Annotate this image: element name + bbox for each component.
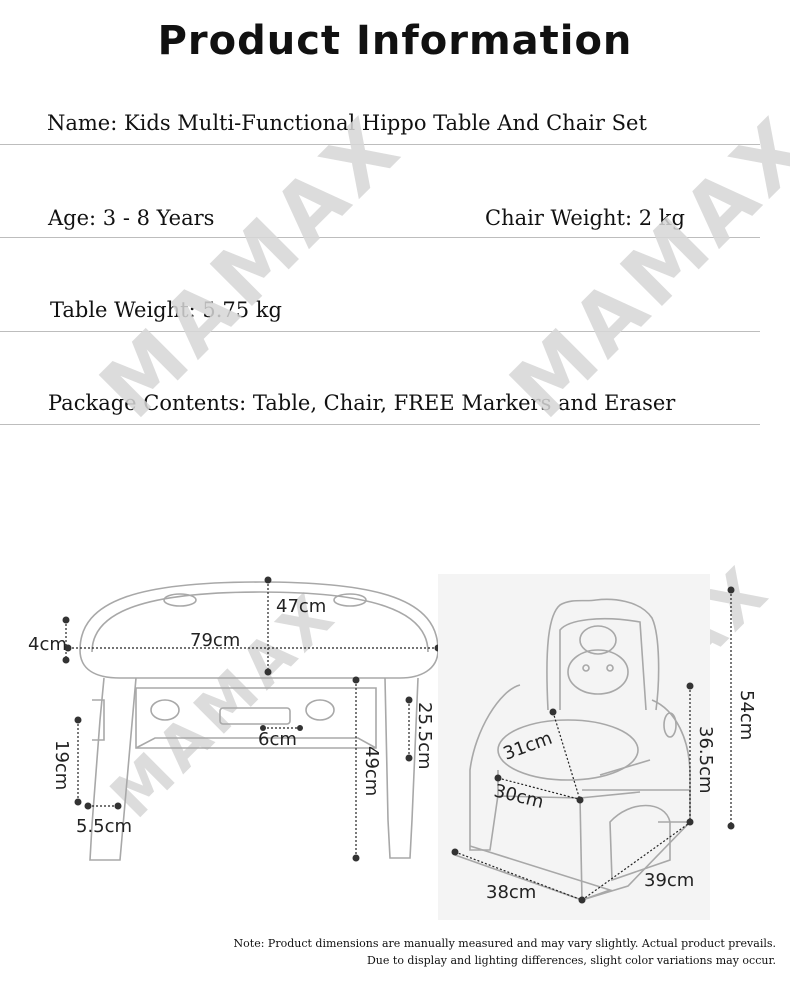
table-leg-width-label: 5.5cm (76, 816, 132, 837)
disclaimer-note: Note: Product dimensions are manually me… (234, 935, 776, 969)
table-illustration (79, 581, 439, 861)
table-weight-row: Table Weight: 5.75 kg (0, 283, 760, 332)
table-leg-height-label: 19cm (51, 740, 72, 790)
table-weight: Table Weight: 5.75 kg (50, 298, 282, 322)
chair-dimension-lines (454, 590, 732, 901)
note-line-2: Due to display and lighting differences,… (366, 954, 776, 967)
table-shelf-gap-label: 6cm (258, 729, 297, 750)
chair-illustration (438, 574, 710, 920)
table-shelf-height-label: 25.5cm (414, 702, 435, 770)
chair-base-width-label: 38cm (486, 882, 536, 903)
table-top-thickness-label: 4cm (28, 634, 67, 655)
table-width-label: 47cm (276, 596, 326, 617)
table-height-label: 49cm (361, 746, 382, 796)
dimension-diagram: 47cm 79cm 4cm 6cm 25.5cm 49cm 19cm 5.5cm (28, 574, 757, 920)
note-line-1: Note: Product dimensions are manually me… (233, 937, 776, 950)
package-contents: Package Contents: Table, Chair, FREE Mar… (48, 391, 676, 415)
table-length-label: 79cm (190, 630, 240, 651)
table-dimension-lines (65, 580, 438, 858)
page-title: Product Information (157, 18, 633, 64)
age-range: Age: 3 - 8 Years (48, 206, 215, 230)
package-row: Package Contents: Table, Chair, FREE Mar… (0, 376, 760, 425)
name-row: Name: Kids Multi-Functional Hippo Table … (0, 96, 760, 145)
chair-height-label: 54cm (736, 690, 757, 740)
chair-weight: Chair Weight: 2 kg (485, 206, 685, 230)
table-dimension-labels: 47cm 79cm 4cm 6cm 25.5cm 49cm 19cm 5.5cm (28, 596, 435, 837)
product-name: Name: Kids Multi-Functional Hippo Table … (47, 111, 647, 135)
chair-seat-height-label: 36.5cm (695, 726, 716, 794)
chair-dimension-dots (451, 586, 735, 904)
age-weight-row: Age: 3 - 8 Years Chair Weight: 2 kg (0, 190, 760, 238)
chair-base-depth-label: 39cm (644, 870, 694, 891)
